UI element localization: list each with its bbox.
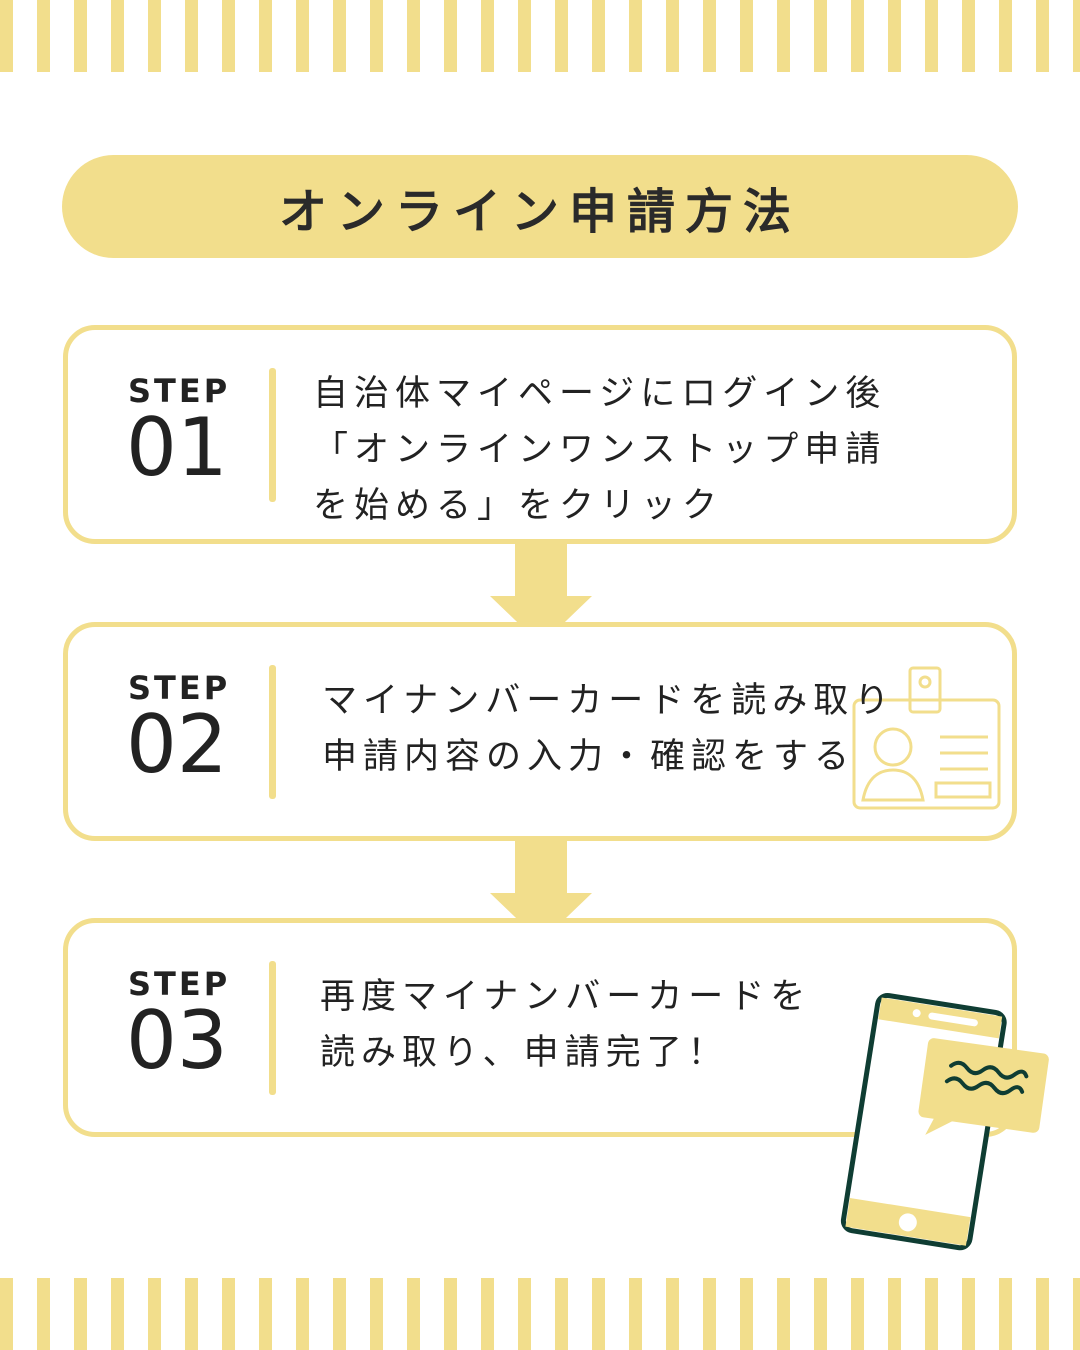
- down-arrow-icon: [490, 541, 592, 645]
- desc-line: 申請内容の入力・確認をする: [322, 737, 856, 777]
- desc-line: 自治体マイページにログイン後: [313, 374, 887, 414]
- step-number: 02: [126, 698, 228, 791]
- step-number: 01: [126, 401, 228, 494]
- bottom-stripe-border: [0, 1278, 1080, 1350]
- desc-line: 再度マイナンバーカードを: [320, 977, 812, 1017]
- divider: [269, 665, 276, 799]
- step-card-3: STEP 03 再度マイナンバーカードを読み取り、申請完了！: [63, 918, 1017, 1137]
- desc-line: 「オンラインワンストップ申請: [313, 430, 887, 470]
- top-stripe-border: [0, 0, 1080, 72]
- step-description: 自治体マイページにログイン後「オンラインワンストップ申請を始める」をクリック: [313, 366, 886, 534]
- divider: [269, 368, 276, 502]
- page-title: オンライン申請方法: [62, 155, 1018, 258]
- smartphone-chat-icon: [840, 993, 1049, 1251]
- divider: [269, 961, 276, 1095]
- desc-line: 読み取り、申請完了！: [320, 1033, 729, 1073]
- down-arrow-icon: [490, 838, 592, 942]
- desc-line: を始める」をクリック: [313, 486, 724, 526]
- step-label: STEP: [128, 965, 231, 1003]
- step-card-1: STEP 01 自治体マイページにログイン後「オンラインワンストップ申請を始める…: [63, 325, 1017, 544]
- step-label: STEP: [128, 669, 231, 707]
- step-description: マイナンバーカードを読み取り申請内容の入力・確認をする: [322, 673, 895, 785]
- step-number: 03: [126, 994, 228, 1087]
- id-card-icon: [852, 666, 1001, 810]
- step-description: 再度マイナンバーカードを読み取り、申請完了！: [320, 969, 811, 1081]
- desc-line: マイナンバーカードを読み取り: [322, 681, 896, 721]
- step-card-2: STEP 02 マイナンバーカードを読み取り申請内容の入力・確認をする: [63, 622, 1017, 841]
- step-label: STEP: [128, 372, 231, 410]
